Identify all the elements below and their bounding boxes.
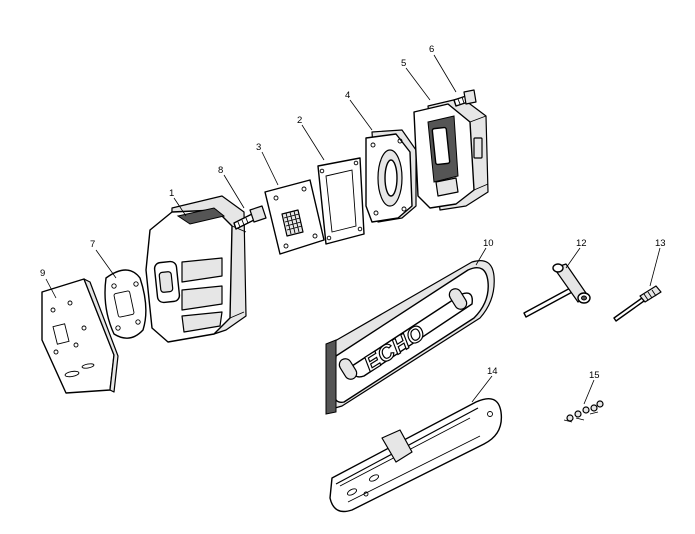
callout-8: 8 xyxy=(218,165,223,176)
part-1-muffler xyxy=(145,195,247,343)
callout-labels: 1 2 3 4 5 6 7 8 9 10 12 13 14 15 xyxy=(40,44,666,381)
callout-12: 12 xyxy=(576,238,587,249)
callout-10: 10 xyxy=(483,238,494,249)
callout-7: 7 xyxy=(90,239,95,250)
callout-6: 6 xyxy=(429,44,434,55)
part-3-screen xyxy=(264,179,325,255)
part-4-cover xyxy=(365,129,417,223)
part-8-bolt xyxy=(233,205,267,230)
part-6-bolt xyxy=(453,89,477,107)
part-2-gasket xyxy=(317,157,365,245)
leader-lines xyxy=(45,54,661,405)
part-12-t-wrench xyxy=(523,263,591,318)
callout-4: 4 xyxy=(345,90,350,101)
part-14-guide-bar xyxy=(329,398,503,513)
callout-5: 5 xyxy=(401,58,406,69)
part-10-scabbard: ECHO xyxy=(325,260,495,415)
callout-15: 15 xyxy=(589,370,600,381)
part-13-screwdriver xyxy=(613,285,662,322)
part-7-gasket xyxy=(104,269,147,339)
callout-14: 14 xyxy=(487,366,498,377)
callout-2: 2 xyxy=(297,115,302,126)
callout-1: 1 xyxy=(169,188,174,199)
callout-3: 3 xyxy=(256,142,261,153)
callout-9: 9 xyxy=(40,268,45,279)
part-15-rivets xyxy=(563,400,604,423)
callout-13: 13 xyxy=(655,238,666,249)
part-9-heat-shield xyxy=(41,278,119,394)
part-5-outlet-housing xyxy=(413,97,489,211)
